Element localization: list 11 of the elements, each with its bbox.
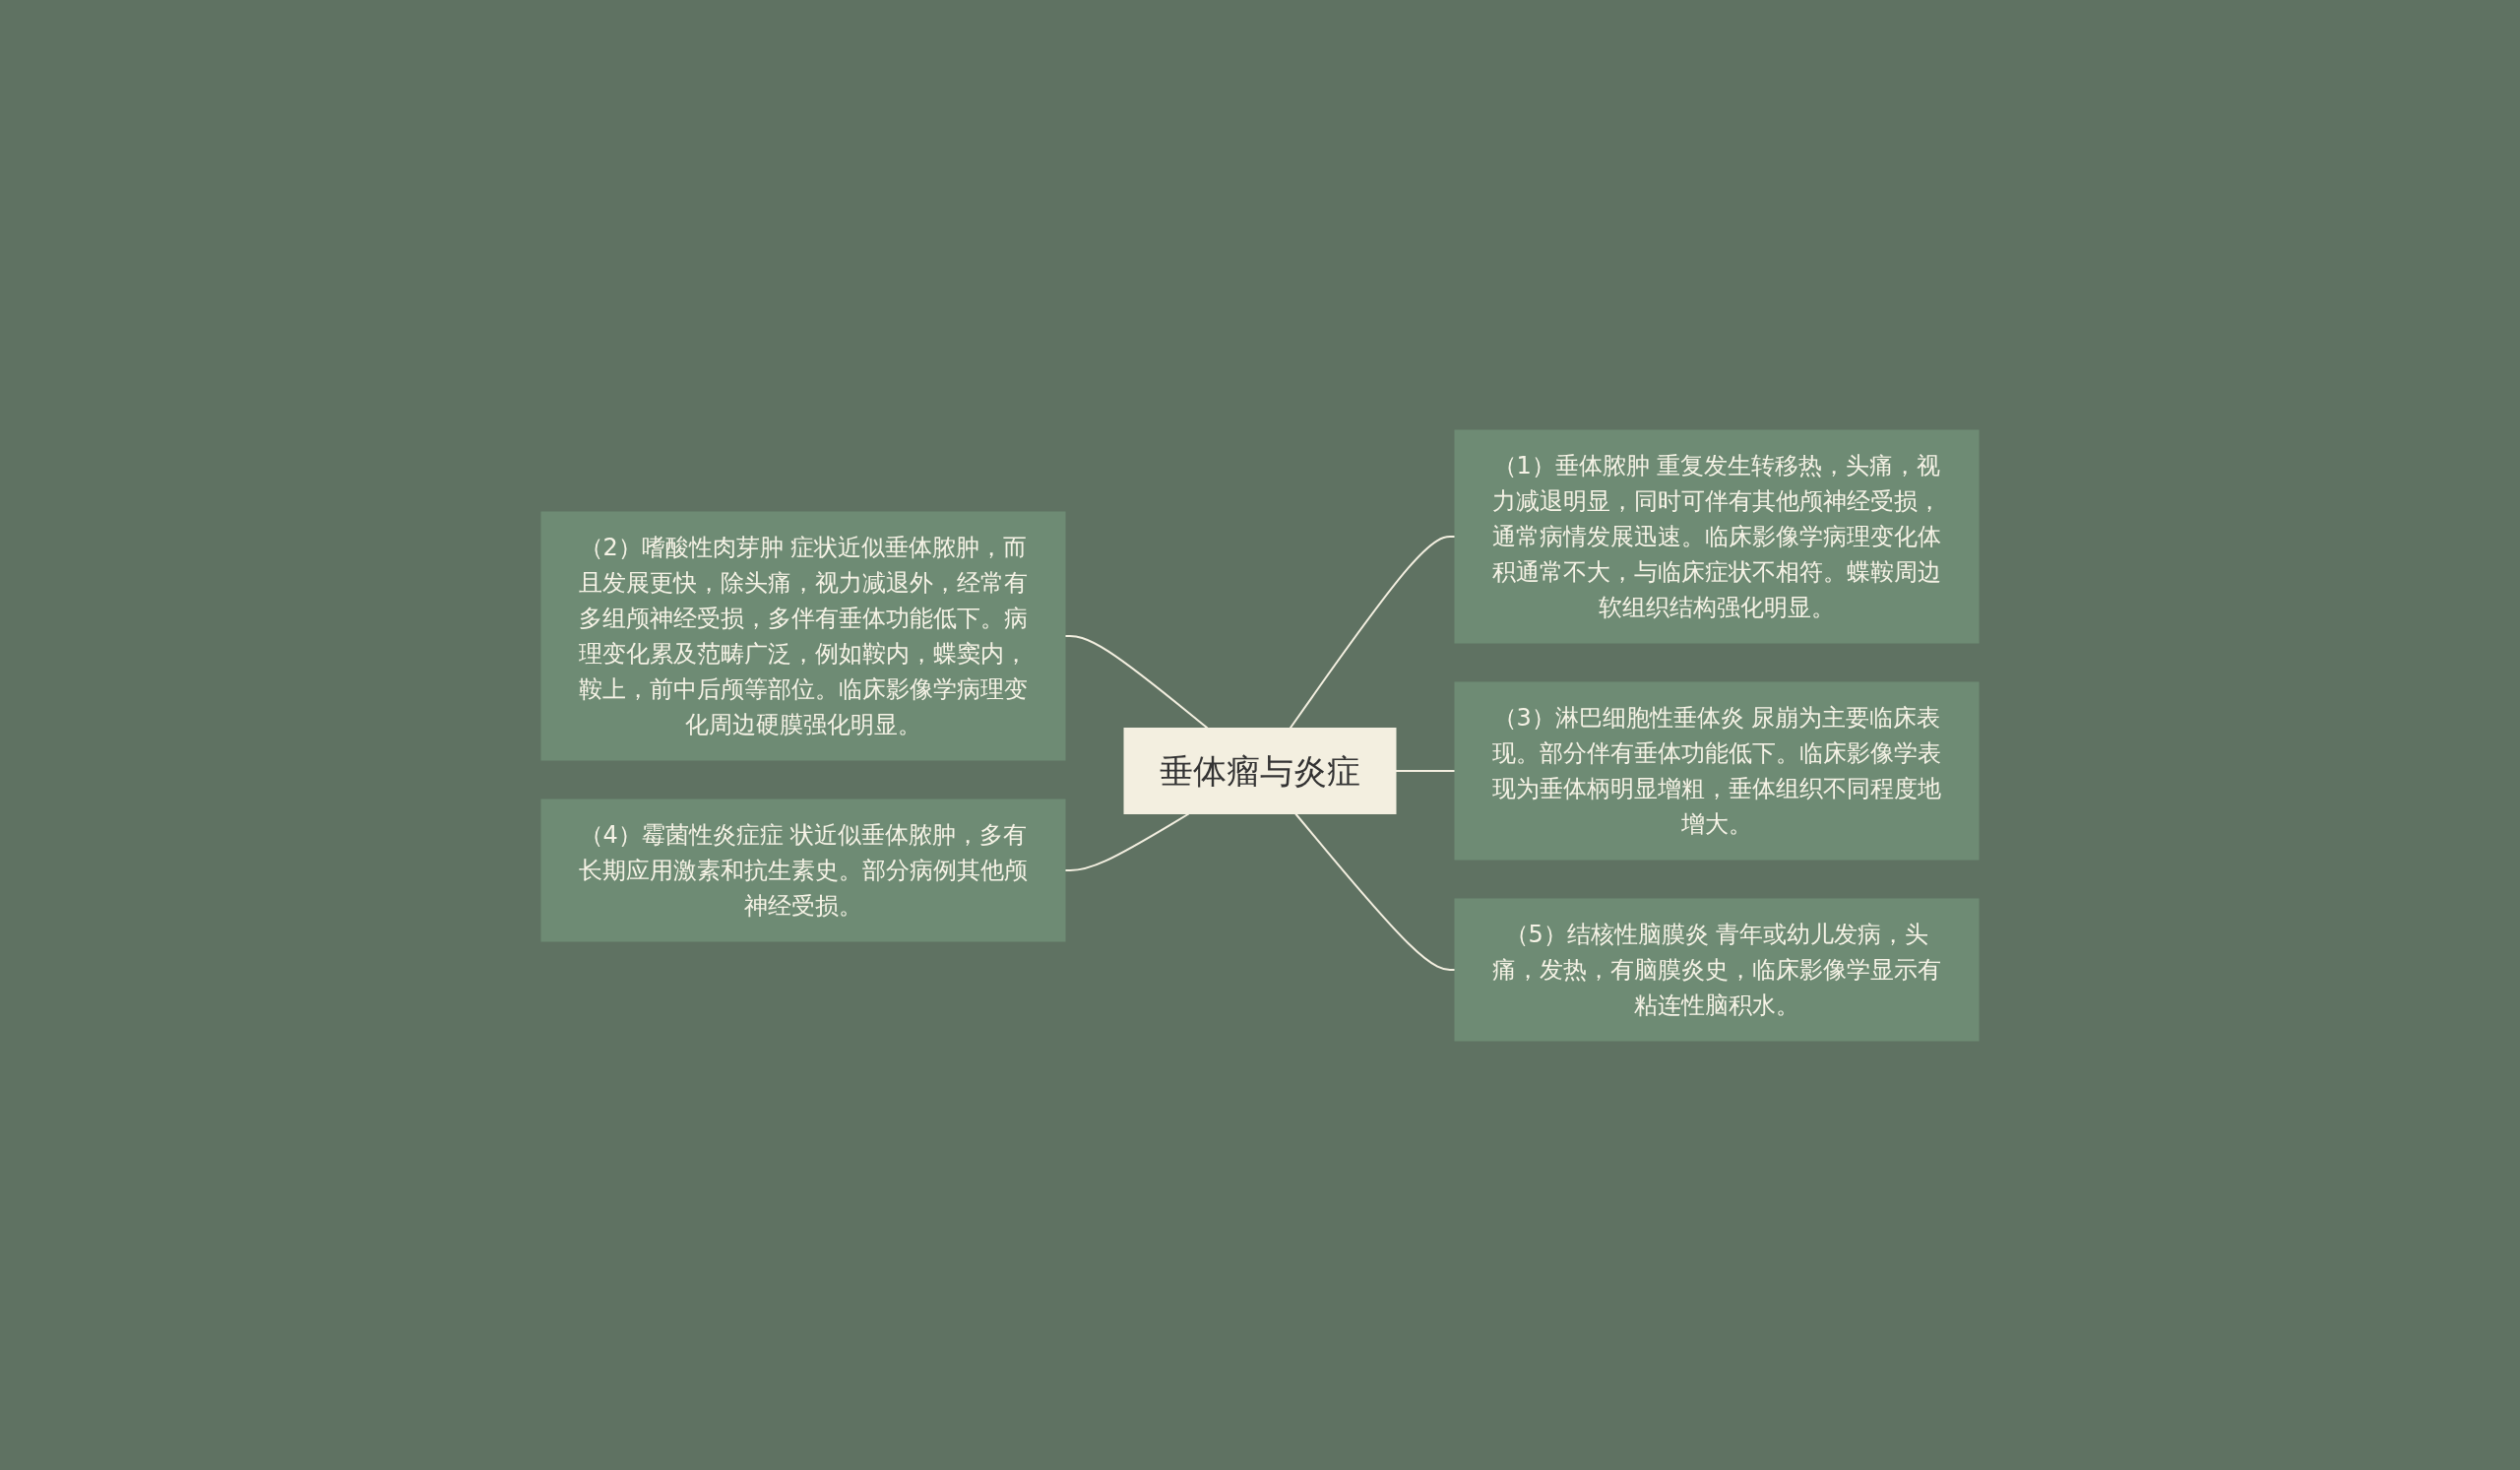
node-box: （1）垂体脓肿 重复发生转移热，头痛，视力减退明显，同时可伴有其他颅神经受损，通常病情发展迅速。临床影像学病理变化体积通常不大，与临床症状不相符。蝶鞍周边软组织结构强化明显。: [1454, 429, 1980, 643]
connector: [1289, 535, 1456, 729]
node-box: （5）结核性脑膜炎 青年或幼儿发病，头痛，发热，有脑膜炎史，临床影像学显示有粘连性脑积水。: [1454, 898, 1980, 1041]
node-box: 垂体瘤与炎症: [1123, 727, 1397, 814]
connector: [1395, 769, 1456, 772]
connector: [1064, 634, 1209, 729]
connector: [1064, 812, 1190, 871]
node-box: （3）淋巴细胞性垂体炎 尿崩为主要临床表现。部分伴有垂体功能低下。临床影像学表现为垂体柄明显增粗，垂体组织不同程度地增大。: [1454, 681, 1980, 860]
node-box: （2）嗜酸性肉芽肿 症状近似垂体脓肿，而且发展更快，除头痛，视力减退外，经常有多组颅神经受损，多伴有垂体功能低下。病理变化累及范畴广泛，例如鞍内，蝶窦内，鞍上，前中后颅等部位。临床影像学病理变化周边硬膜强化明显。: [540, 511, 1066, 760]
node-box: （4）霉菌性炎症症 状近似垂体脓肿，多有长期应用激素和抗生素史。部分病例其他颅神经受损。: [540, 799, 1066, 941]
connector: [1294, 812, 1456, 971]
